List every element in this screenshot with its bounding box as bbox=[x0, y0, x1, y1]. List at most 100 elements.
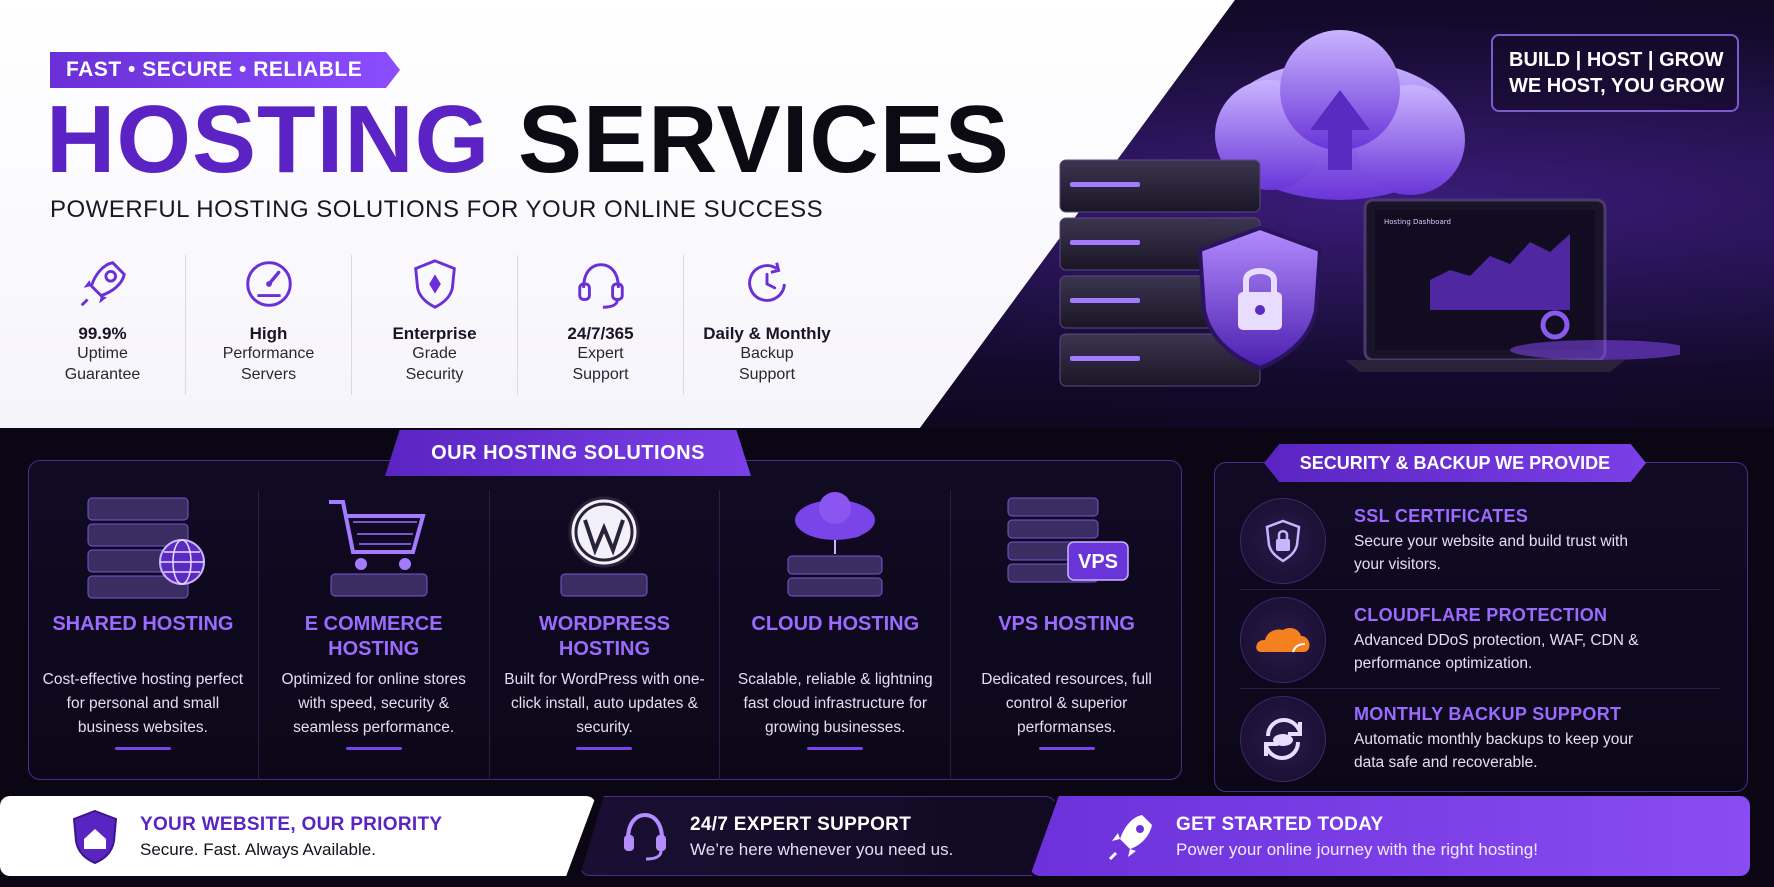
badge-line: WE HOST, YOU GROW bbox=[1509, 75, 1725, 97]
solutions-heading-text: OUR HOSTING SOLUTIONS bbox=[431, 441, 705, 464]
plan-name: VPS HOSTING bbox=[998, 613, 1135, 635]
vps-server-icon: VPS bbox=[1007, 497, 1129, 583]
cloud-server-icon bbox=[787, 492, 883, 597]
security-heading-text: SECURITY & BACKUP WE PROVIDE bbox=[1299, 452, 1611, 473]
solutions-heading: OUR HOSTING SOLUTIONS bbox=[385, 430, 751, 476]
security-divider bbox=[1240, 589, 1720, 590]
plan-desc: Dedicated resources, full control & supe… bbox=[981, 671, 1152, 737]
plans-row: SHARED HOSTING Cost-effective hosting pe… bbox=[28, 490, 1182, 780]
plan-wordpress[interactable]: WORDPRESS HOSTING Built for WordPress wi… bbox=[490, 490, 721, 780]
shared-server-icon bbox=[87, 497, 205, 599]
plan-divider bbox=[576, 747, 633, 750]
feature-strong: Enterprise bbox=[392, 324, 477, 343]
backup-icon-circle bbox=[1240, 696, 1326, 782]
feature-line: Uptime bbox=[77, 345, 128, 363]
shield-home-icon bbox=[72, 809, 118, 865]
priority-banner: YOUR WEBSITE, OUR PRIORITY Secure. Fast.… bbox=[70, 806, 442, 868]
feature-strong: High bbox=[249, 324, 288, 343]
plan-desc: Built for WordPress with one-click insta… bbox=[504, 671, 705, 737]
backup-clock-icon bbox=[748, 262, 786, 302]
security-item-cloudflare: CLOUDFLARE PROTECTION Advanced DDoS prot… bbox=[1240, 595, 1720, 685]
security-item-ssl: SSL CERTIFICATES Secure your website and… bbox=[1240, 496, 1720, 586]
rocket-icon bbox=[80, 261, 126, 307]
security-item-title: SSL CERTIFICATES bbox=[1354, 506, 1529, 527]
plan-desc: Cost-effective hosting perfect for perso… bbox=[42, 671, 244, 737]
feature-line: Servers bbox=[240, 366, 297, 384]
security-divider bbox=[1240, 688, 1720, 689]
feature-line: Security bbox=[405, 366, 464, 384]
dashboard-label: Hosting Dashboard bbox=[1384, 218, 1451, 226]
plan-name: E COMMERCE HOSTING bbox=[304, 613, 443, 660]
backup-sync-icon bbox=[1264, 717, 1302, 761]
plan-divider bbox=[345, 747, 402, 750]
feature-row: 99.9% Uptime Guarantee High Performance … bbox=[20, 255, 850, 395]
security-item-desc: Advanced DDoS protection, WAF, CDN & per… bbox=[1354, 632, 1639, 672]
plan-desc: Scalable, reliable & lightning fast clou… bbox=[737, 671, 933, 737]
title-hosting: HOSTING bbox=[46, 86, 491, 193]
wordpress-icon bbox=[560, 496, 648, 597]
tagline-banner: FAST • SECURE • RELIABLE bbox=[50, 52, 400, 88]
hero-illustration: Hosting Dashboard bbox=[1059, 30, 1680, 387]
rocket-icon bbox=[1108, 815, 1152, 861]
feature-strong: 24/7/365 bbox=[567, 324, 634, 343]
feature-uptime: 99.9% Uptime Guarantee bbox=[20, 255, 186, 395]
feature-line: Support bbox=[738, 366, 796, 384]
priority-subtitle: Secure. Fast. Always Available. bbox=[140, 840, 376, 859]
support-banner: 24/7 EXPERT SUPPORT We’re here whenever … bbox=[620, 806, 953, 868]
get-started-banner-bg[interactable] bbox=[1030, 796, 1750, 876]
page-subtitle: POWERFUL HOSTING SOLUTIONS FOR YOUR ONLI… bbox=[50, 196, 824, 223]
support-title: 24/7 EXPERT SUPPORT bbox=[690, 814, 912, 835]
plan-ecommerce[interactable]: E COMMERCE HOSTING Optimized for online … bbox=[259, 490, 490, 780]
security-item-desc: Secure your website and build trust with… bbox=[1354, 533, 1628, 573]
plan-name: WORDPRESS HOSTING bbox=[538, 613, 671, 660]
title-services: SERVICES bbox=[518, 86, 1010, 193]
security-item-title: MONTHLY BACKUP SUPPORT bbox=[1354, 704, 1622, 725]
priority-title: YOUR WEBSITE, OUR PRIORITY bbox=[140, 814, 443, 835]
security-item-desc: Automatic monthly backups to keep your d… bbox=[1354, 731, 1634, 771]
feature-line: Backup bbox=[740, 345, 794, 363]
plan-name: SHARED HOSTING bbox=[52, 613, 234, 635]
shield-icon bbox=[413, 259, 456, 309]
feature-backup: Daily & Monthly Backup Support bbox=[684, 255, 850, 395]
shopping-cart-icon bbox=[328, 500, 428, 597]
feature-strong: 99.9% bbox=[78, 324, 127, 343]
feature-line: Expert bbox=[577, 345, 624, 363]
feature-security: Enterprise Grade Security bbox=[352, 255, 518, 395]
plan-shared[interactable]: SHARED HOSTING Cost-effective hosting pe… bbox=[28, 490, 259, 780]
speedometer-icon bbox=[245, 261, 292, 307]
vps-badge-text: VPS bbox=[1078, 551, 1118, 573]
shield-lock-icon bbox=[1197, 225, 1323, 371]
plan-divider bbox=[1038, 747, 1095, 750]
cloudflare-icon bbox=[1256, 628, 1310, 653]
headset-icon bbox=[577, 263, 624, 309]
security-item-backup: MONTHLY BACKUP SUPPORT Automatic monthly… bbox=[1240, 694, 1720, 784]
badge-line: BUILD | HOST | GROW bbox=[1509, 49, 1724, 71]
headset-icon bbox=[624, 812, 666, 861]
plan-cloud[interactable]: CLOUD HOSTING Scalable, reliable & light… bbox=[720, 490, 952, 780]
tagline-text: FAST • SECURE • RELIABLE bbox=[66, 58, 363, 81]
laptop-dashboard: Hosting Dashboard bbox=[1345, 198, 1625, 372]
plan-divider bbox=[114, 747, 171, 750]
ssl-icon-circle bbox=[1240, 498, 1326, 584]
security-heading: SECURITY & BACKUP WE PROVIDE bbox=[1264, 444, 1646, 482]
feature-line: Performance bbox=[222, 345, 315, 363]
plan-name: CLOUD HOSTING bbox=[751, 613, 920, 635]
plan-desc: Optimized for online stores with speed, … bbox=[281, 671, 466, 737]
build-host-grow-badge: BUILD | HOST | GROW WE HOST, YOU GROW bbox=[1491, 34, 1739, 112]
get-started-subtitle: Power your online journey with the right… bbox=[1176, 840, 1538, 859]
get-started-title[interactable]: GET STARTED TODAY bbox=[1176, 814, 1384, 835]
feature-line: Support bbox=[572, 366, 629, 384]
feature-performance: High Performance Servers bbox=[186, 255, 352, 395]
plan-divider bbox=[807, 747, 864, 750]
security-item-title: CLOUDFLARE PROTECTION bbox=[1354, 605, 1608, 626]
feature-support: 24/7/365 Expert Support bbox=[518, 255, 684, 395]
page-title: HOSTING SERVICES bbox=[46, 92, 1010, 188]
shield-lock-icon bbox=[1265, 519, 1301, 563]
feature-strong: Daily & Monthly bbox=[703, 324, 831, 343]
get-started-banner[interactable]: GET STARTED TODAY Power your online jour… bbox=[1106, 806, 1538, 868]
feature-line: Guarantee bbox=[64, 366, 141, 384]
plan-vps[interactable]: VPS VPS HOSTING Dedicated resources, ful… bbox=[951, 490, 1182, 780]
support-subtitle: We’re here whenever you need us. bbox=[690, 840, 954, 859]
cloudflare-icon-circle bbox=[1240, 597, 1326, 683]
feature-line: Grade bbox=[412, 345, 457, 363]
